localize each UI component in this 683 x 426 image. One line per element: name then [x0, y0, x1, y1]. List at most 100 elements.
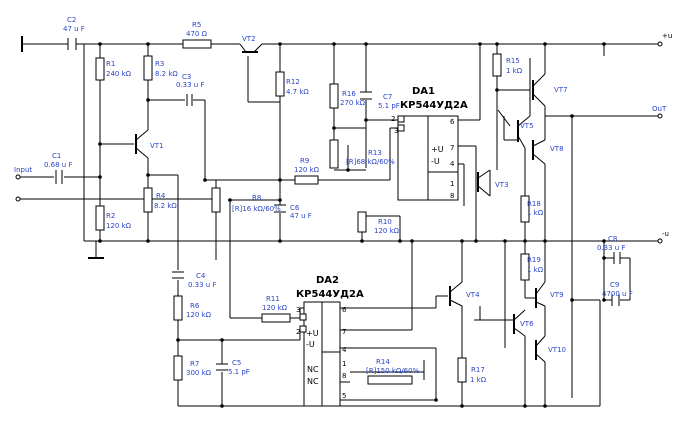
r15-body[interactable] — [492, 53, 502, 77]
c6-ref: C6 — [290, 204, 300, 212]
r13-body[interactable] — [329, 139, 339, 169]
r3-ref: R3 — [155, 60, 164, 68]
vt2-symbol[interactable] — [239, 43, 263, 53]
capacitors — [55, 38, 621, 371]
c3-val: 0.33 u F — [176, 81, 205, 89]
da1-chip[interactable] — [397, 115, 459, 201]
da1-pin8: 8 — [450, 192, 454, 200]
vplus-terminal[interactable] — [657, 41, 663, 47]
r1-ref: R1 — [106, 60, 115, 68]
da2-chip[interactable] — [299, 301, 341, 407]
vt9-ref: VT9 — [550, 291, 564, 299]
r6-val: 120 kΩ — [186, 311, 212, 319]
da1-pin4: 4 — [450, 160, 455, 168]
r19-val: 1 kΩ — [527, 266, 544, 274]
r17-val: 1 kΩ — [470, 376, 487, 384]
r16-body[interactable] — [329, 83, 339, 109]
vplus-label: +u — [662, 32, 672, 40]
da1-part: КР544УД2А — [400, 100, 468, 111]
c3-ref: C3 — [182, 73, 191, 81]
r7-body[interactable] — [173, 355, 183, 381]
r18-ref: R18 — [527, 200, 541, 208]
vt1-symbol[interactable] — [135, 129, 149, 159]
c2-symbol[interactable] — [67, 38, 82, 50]
r12-val: 4.7 kΩ — [286, 88, 309, 96]
r18-body[interactable] — [520, 195, 530, 223]
r5-val: 470 Ω — [186, 30, 208, 38]
r14-val: [R]150 kΩ/60% — [366, 367, 420, 375]
da1-ref: DA1 — [412, 86, 435, 97]
da1-pin6: 6 — [450, 118, 455, 126]
r12-ref: R12 — [286, 78, 300, 86]
da2-pin8: 8 — [342, 372, 346, 380]
r1-body[interactable] — [95, 57, 105, 81]
c8-val: 0.33 u F — [597, 244, 626, 252]
da2-ref: DA2 — [316, 275, 339, 286]
r17-body[interactable] — [457, 357, 467, 383]
r5-ref: R5 — [192, 21, 201, 29]
vt3-symbol[interactable] — [477, 169, 491, 197]
da1-inminus: -U — [431, 157, 440, 166]
vt1-ref: VT1 — [150, 142, 164, 150]
da1-pin3: 3 — [394, 127, 398, 135]
c8-symbol[interactable] — [613, 252, 621, 264]
vt5-symbol[interactable] — [517, 115, 531, 149]
r14-ref: R14 — [376, 358, 390, 366]
r4-val: 8.2 kΩ — [154, 202, 177, 210]
vminus-label: -u — [662, 230, 669, 238]
da2-pin3: 3 — [296, 306, 300, 314]
r7-ref: R7 — [190, 360, 199, 368]
c4-symbol[interactable] — [172, 271, 184, 279]
c4-val: 0.33 u F — [188, 281, 217, 289]
junctions — [98, 42, 606, 408]
c1-val: 0.68 u F — [44, 161, 73, 169]
vt9-symbol[interactable] — [535, 281, 546, 308]
c3-symbol[interactable] — [186, 94, 193, 106]
vt8-symbol[interactable] — [532, 139, 546, 165]
r6-ref: R6 — [190, 302, 200, 310]
r13-val: [R]68 kΩ/60% — [346, 158, 395, 166]
c5-symbol[interactable] — [216, 363, 228, 371]
r14-body[interactable] — [367, 375, 413, 385]
c7-ref: C7 — [383, 93, 392, 101]
r6-body[interactable] — [173, 295, 183, 321]
vt2-ref: VT2 — [242, 35, 256, 43]
terminals — [657, 41, 663, 244]
c1-symbol[interactable] — [55, 170, 63, 184]
r16-ref: R16 — [342, 90, 356, 98]
vt4-symbol[interactable] — [449, 281, 463, 307]
da2-pin1: 1 — [342, 360, 346, 368]
r1-val: 240 kΩ — [106, 70, 132, 78]
r3-body[interactable] — [143, 55, 153, 81]
r9-body[interactable] — [294, 175, 319, 185]
r12-body[interactable] — [275, 71, 285, 97]
vminus-terminal[interactable] — [657, 238, 663, 244]
r3-val: 8.2 kΩ — [155, 70, 178, 78]
input-label: Input — [14, 166, 32, 174]
r10-body[interactable] — [357, 211, 367, 233]
r11-body[interactable] — [261, 313, 291, 323]
vt5-ref: VT5 — [520, 122, 534, 130]
r4-body[interactable] — [143, 187, 153, 213]
output-terminal[interactable] — [657, 113, 663, 119]
r18-val: 1 kΩ — [527, 209, 544, 217]
r5-body[interactable] — [182, 39, 212, 49]
r8-body[interactable] — [211, 187, 221, 213]
r19-body[interactable] — [520, 253, 530, 281]
c9-symbol[interactable] — [611, 294, 620, 306]
c4-ref: C4 — [196, 272, 206, 280]
da1-pin2: 2 — [391, 115, 395, 123]
r8-ref: R8 — [252, 194, 261, 202]
c5-ref: C5 — [232, 359, 241, 367]
vt7-symbol[interactable] — [532, 73, 546, 107]
vt6-symbol[interactable] — [513, 309, 526, 337]
c2-ref: C2 — [67, 16, 76, 24]
da2-nc1: NC — [307, 365, 319, 374]
da1-pin1: 1 — [450, 180, 454, 188]
da1-inplus: +U — [431, 145, 444, 154]
r2-body[interactable] — [95, 205, 105, 231]
c7-symbol[interactable] — [360, 91, 372, 100]
vt10-symbol[interactable] — [535, 335, 546, 363]
r8-val: [R]16 kΩ/60% — [232, 205, 281, 213]
c6-symbol[interactable] — [274, 204, 286, 213]
